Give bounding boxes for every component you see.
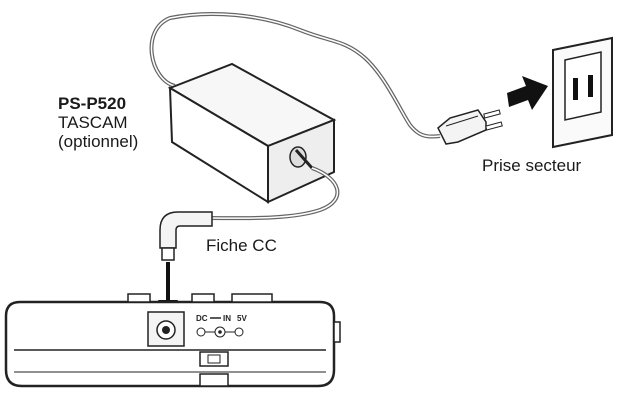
dc-plug-label: Fiche CC (206, 236, 277, 255)
jack-marking-dc: DC (196, 314, 208, 323)
dc-plug (159, 211, 213, 261)
jack-marking-in: IN (223, 314, 231, 323)
device: DC IN 5V (4, 293, 341, 388)
jack-marking-voltage: 5V (237, 314, 247, 323)
adapter-brand-label: TASCAM (58, 113, 128, 132)
power-adapter (167, 62, 337, 204)
wall-outlet (552, 36, 613, 149)
outlet-label: Prise secteur (482, 156, 582, 175)
plug-arrow (507, 76, 548, 110)
ac-plug (437, 109, 503, 145)
adapter-model-label: PS-P520 (58, 94, 127, 113)
adapter-note-label: (optionnel) (58, 132, 139, 151)
dc-jack (147, 311, 185, 347)
